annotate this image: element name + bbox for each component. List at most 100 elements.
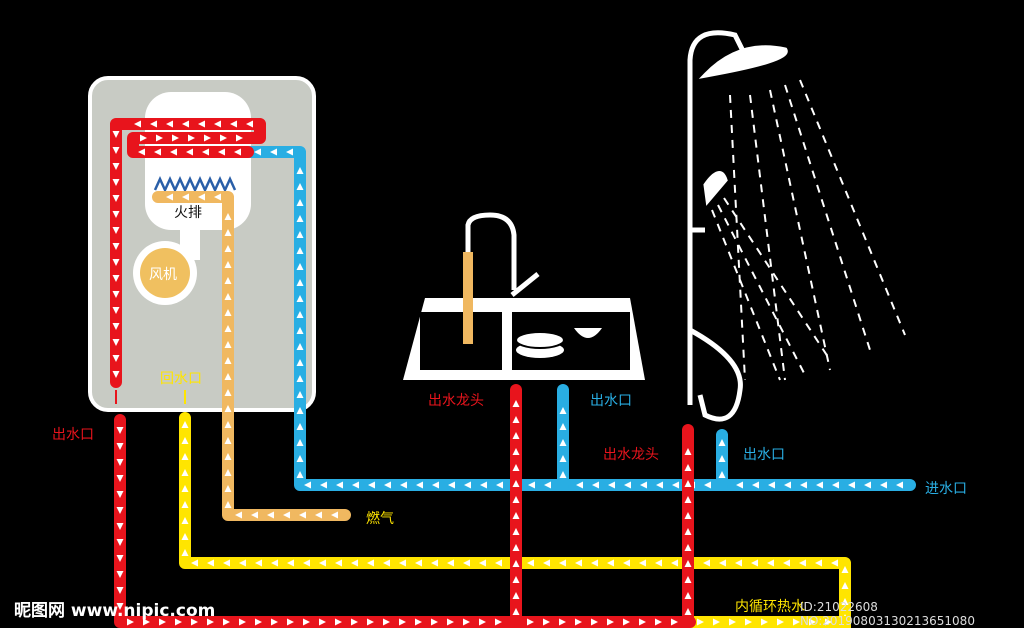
flow-arrow-icon [336,481,343,489]
flow-arrow-icon [703,559,710,567]
flow-arrow-icon [112,259,120,266]
flow-arrow-icon [480,481,487,489]
flow-arrow-icon [684,544,692,551]
flow-arrow-icon [751,559,758,567]
flow-arrow-icon [112,371,120,378]
flow-arrow-icon [296,407,304,414]
flow-arrow-icon [544,481,551,489]
flow-arrow-icon [224,245,232,252]
flow-arrow-icon [224,229,232,236]
flow-arrow-icon [415,559,422,567]
flow-arrow-icon [416,481,423,489]
watermark: 昵图网 www.nipic.com [14,601,216,621]
flow-arrow-icon [116,555,124,562]
flow-arrow-icon [432,481,439,489]
flow-arrow-icon [496,481,503,489]
flow-arrow-icon [296,423,304,430]
flow-arrow-icon [224,405,232,412]
flow-arrow-icon [512,464,520,471]
fan-label: 风机 [149,267,177,283]
flow-arrow-icon [684,464,692,471]
flow-arrow-icon [287,618,294,626]
flow-arrow-icon [464,481,471,489]
flow-arrow-icon [512,512,520,519]
flow-arrow-icon [224,325,232,332]
flow-arrow-icon [296,439,304,446]
flow-arrow-icon [186,148,193,156]
flow-arrow-icon [719,559,726,567]
flow-arrow-icon [684,448,692,455]
flow-arrow-icon [235,511,242,519]
flow-arrow-icon [799,559,806,567]
flow-arrow-icon [234,148,241,156]
flow-arrow-icon [251,511,258,519]
flow-arrow-icon [591,559,598,567]
flow-arrow-icon [159,618,166,626]
return-inlet-label: 回水口 [160,371,202,387]
flow-arrow-icon [745,618,752,626]
flow-arrow-icon [299,511,306,519]
flow-arrow-icon [156,134,163,142]
flow-arrow-icon [296,247,304,254]
flow-arrow-icon [624,481,631,489]
flow-arrow-icon [296,183,304,190]
flow-arrow-icon [479,559,486,567]
flow-arrow-icon [400,481,407,489]
shower-faucet-label: 出水龙头 [603,447,659,463]
flow-arrow-icon [181,453,189,460]
flow-arrow-icon [271,618,278,626]
flow-arrow-icon [655,559,662,567]
flow-arrow-icon [224,389,232,396]
flow-arrow-icon [713,618,720,626]
flow-arrow-icon [559,407,567,414]
flow-arrow-icon [112,163,120,170]
flow-arrow-icon [639,618,646,626]
flow-arrow-icon [527,618,534,626]
flow-arrow-icon [286,148,293,156]
flow-arrow-icon [777,618,784,626]
flow-arrow-icon [559,455,567,462]
flow-arrow-icon [112,227,120,234]
flow-arrow-icon [735,559,742,567]
flow-arrow-icon [479,618,486,626]
flow-arrow-icon [351,618,358,626]
flow-arrow-icon [447,618,454,626]
flow-arrow-icon [204,134,211,142]
flow-arrow-icon [127,618,134,626]
flow-arrow-icon [154,148,161,156]
flow-arrow-icon [138,148,145,156]
flow-arrow-icon [223,618,230,626]
flow-arrow-icon [559,618,566,626]
flow-arrow-icon [684,496,692,503]
flow-arrow-icon [623,559,630,567]
flow-arrow-icon [783,559,790,567]
flow-arrow-icon [287,559,294,567]
flow-arrow-icon [296,471,304,478]
flow-arrow-icon [684,592,692,599]
flow-arrow-icon [335,618,342,626]
flow-arrow-icon [181,437,189,444]
flow-arrow-icon [239,559,246,567]
flow-arrow-icon [207,618,214,626]
flow-arrow-icon [170,148,177,156]
flow-arrow-icon [181,469,189,476]
flow-arrow-icon [296,215,304,222]
flow-arrow-icon [224,213,232,220]
flow-arrow-icon [319,618,326,626]
shower-outlet-label: 出水口 [743,447,785,463]
flow-arrow-icon [239,618,246,626]
image-id-text: ID:21022608 NO:20190803130213651080 [800,600,975,628]
flow-arrow-icon [512,576,520,583]
flow-arrow-icon [367,559,374,567]
flow-arrow-icon [704,481,711,489]
flow-arrow-icon [527,559,534,567]
hot-outlet-label: 出水口 [52,427,94,443]
flow-arrow-icon [181,533,189,540]
flow-arrow-icon [399,618,406,626]
flow-arrow-icon [150,120,157,128]
flow-arrow-icon [166,120,173,128]
flow-arrow-icon [463,618,470,626]
flow-arrow-icon [841,598,849,605]
flow-arrow-icon [220,134,227,142]
